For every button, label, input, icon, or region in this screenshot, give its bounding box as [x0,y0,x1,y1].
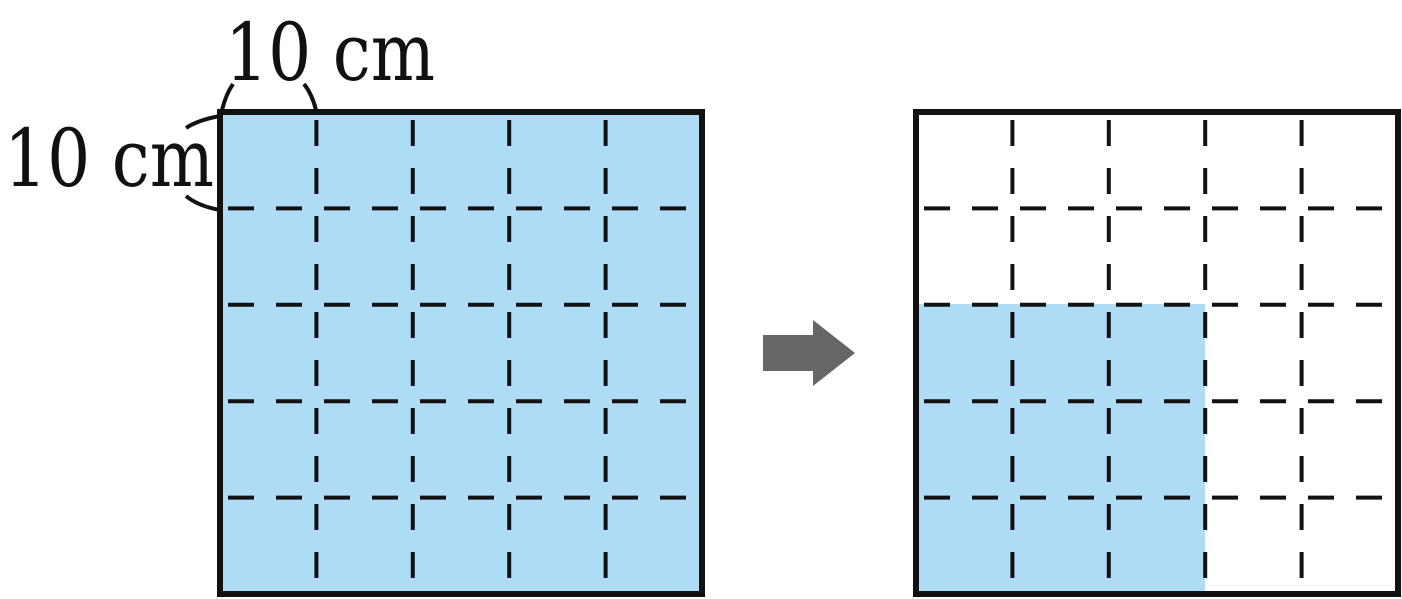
top-dimension-bracket [220,82,318,111]
left-square [217,109,705,597]
left-square-outline [217,109,705,597]
right-arrow-icon [763,320,855,386]
top-dimension-label: 10 cm [225,6,435,99]
left-dimension-label: 10 cm [4,112,214,205]
right-square [913,109,1401,597]
left-square-fill [220,112,702,594]
left-dimension-bracket [184,114,221,212]
left-square-grid-lines [220,112,702,594]
right-square-outline [913,109,1401,597]
right-square-grid-lines [916,112,1398,594]
right-square-fill [916,304,1205,594]
